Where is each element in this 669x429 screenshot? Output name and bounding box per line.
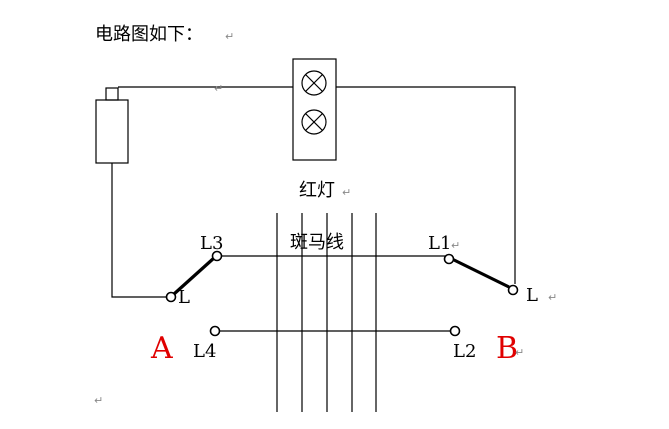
label-crosswalk: 斑马线: [290, 232, 344, 253]
switch-label-b: B: [496, 331, 518, 366]
switch-a: [165, 250, 223, 337]
wire-battery-to-switch-a: [111, 163, 167, 298]
diagram-heading: 电路图如下：: [95, 24, 203, 45]
battery-icon: [95, 87, 129, 164]
lamp-icon: [301, 109, 327, 135]
label-L1: L1: [428, 233, 451, 254]
label-L2: L2: [453, 341, 476, 362]
paragraph-mark: ↵: [342, 186, 351, 199]
switch-b: [443, 253, 519, 337]
paragraph-mark: ↵: [225, 30, 234, 43]
traffic-light-box: [292, 58, 337, 161]
label-L-right: L: [526, 285, 538, 306]
label-L-left: L: [178, 287, 190, 308]
zebra-crossing: [276, 213, 377, 412]
paragraph-mark: ↵: [515, 346, 524, 359]
paragraph-mark: ↵: [548, 291, 557, 304]
label-red-light: 红灯: [299, 180, 335, 201]
wire-lamp-to-switch-b: [336, 86, 516, 284]
switch-label-a: A: [150, 331, 173, 366]
paragraph-mark: ↵: [214, 82, 223, 95]
label-L3: L3: [200, 233, 223, 254]
paragraph-mark: ↵: [451, 239, 460, 252]
paragraph-mark: ↵: [94, 394, 103, 407]
label-L4: L4: [193, 341, 216, 362]
lamp-icon: [301, 70, 327, 96]
